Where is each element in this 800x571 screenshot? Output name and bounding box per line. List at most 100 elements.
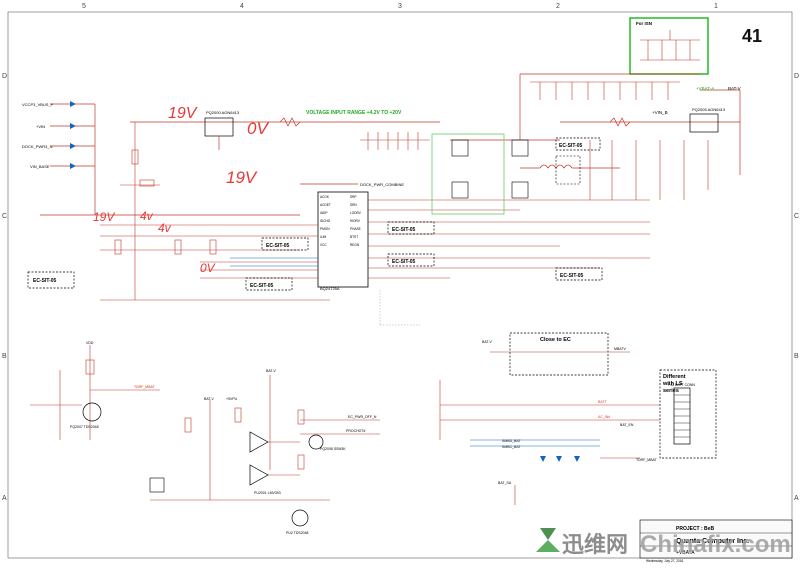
handwritten-voltage: 4v (140, 209, 154, 223)
zone-row-label: A (2, 495, 7, 502)
rail-label: BAT_EN (620, 423, 634, 427)
sense-resistors (279, 117, 631, 127)
rail-label: BATT (598, 400, 608, 404)
ec-sit-label: EC-SIT-05 (33, 278, 57, 284)
inductor (520, 164, 620, 169)
input-net-label: VIN_BASE (30, 164, 50, 169)
zone-col-label: 2 (556, 3, 560, 10)
ec-green-box (431, 133, 529, 215)
zone-row-label: C (2, 213, 7, 220)
handwritten-voltage: 19V (168, 105, 198, 122)
rail-label: TDRF_MBAT (636, 458, 658, 462)
lower-left-circuit: VDD TDRF_MBAT PQ2007 TDS2048 (30, 341, 160, 440)
page-number: 41 (742, 26, 762, 46)
part-label: PQ2005 AON6413 (692, 107, 726, 112)
part-label: PU2001 LMV393 (254, 491, 281, 495)
watermark: 迅维网 Chinafix.com (536, 528, 791, 558)
handwritten-voltage: 0V (247, 119, 269, 138)
sheet-date: Wednesday, July 27, 2016 (646, 559, 683, 563)
cap-array-top-mid (360, 132, 430, 150)
net-label: SMBC_BAT (502, 445, 521, 449)
rail-label: VDD (86, 341, 94, 345)
input-net-label: DOCK_PWR3_N (22, 144, 53, 149)
watermark-cn: 迅维网 (562, 532, 628, 557)
left-resistor-stack (100, 122, 330, 301)
mosfet-pq2000: PQ2000 AON6413 (204, 110, 240, 150)
ec-pin-label: EC_PWR_OFF_N (348, 415, 377, 419)
input-net-label: +VIN (36, 124, 45, 129)
diode-icon (574, 456, 580, 462)
right-cap-array (589, 140, 709, 200)
watermark-logo-icon (536, 540, 560, 552)
zone-row-label: C (794, 213, 799, 220)
dock-pwr-label: DOCK_PWR_COMBINE (360, 182, 404, 187)
watermark-en: Chinafix.com (640, 531, 791, 558)
title-block: PROJECT : BeB Quanta Computer Inc. +VBAT… (639, 519, 793, 563)
opamp-icon (249, 464, 269, 486)
rail-label: BAT-V (266, 369, 277, 373)
ec-sit-label: EC-SIT-05 (559, 143, 583, 149)
pin-label: SRP (350, 195, 357, 199)
handwritten-annotations: 19V 0V 19V 19V 4v 4v 0V (93, 105, 269, 275)
part-label: PQ2008 SSM3K (320, 447, 346, 451)
rail-label: +VIN_B (652, 110, 668, 115)
pin-label: ACOK (320, 195, 330, 199)
input-net-label: VCCP3_VBUS_P (22, 102, 54, 107)
zone-col-label: 3 (398, 3, 402, 10)
part-label: PJ2 BATT CONN (668, 383, 695, 387)
zone-row-labels: D C B A D C B A (2, 73, 799, 502)
charger-part-label: BQ24725A (320, 286, 340, 291)
company-name: Quanta Computer Inc. (676, 538, 749, 545)
diode-icon (540, 456, 546, 462)
part-label: PU2 TDS2048 (286, 531, 309, 535)
opamp-icon (249, 431, 269, 453)
pin-label: ILIM (320, 235, 327, 239)
charger-ic: BQ24725A ACOK ACDET IADP IDCHG PMON ILIM… (317, 191, 369, 291)
transistor-icon (308, 434, 324, 450)
ec-sit-label: EC-SIT-05 (560, 273, 584, 279)
for-isn-label: For ISN (636, 21, 652, 26)
zone-row-label: D (794, 73, 799, 80)
transistor-icon (82, 402, 102, 422)
ec-pin-label: PROCHOT# (346, 429, 366, 433)
transistor-icon (291, 509, 309, 527)
part-label: PQ2000 AON6413 (206, 110, 240, 115)
different-ls-box: Different with LS series (659, 369, 717, 459)
zone-row-label: A (794, 495, 799, 502)
rail-label: TDRF_MBAT (134, 385, 156, 389)
rail-label: AC_IN# (598, 415, 610, 419)
comparator-section: BAT-V BAT-V +5VPU PU2001 LMV393 (150, 369, 330, 501)
pin-label: BTST (350, 235, 358, 239)
rail-label: BAT-V (728, 86, 741, 91)
zone-column-labels: 5 4 3 2 1 (82, 3, 718, 10)
mosfet-pq2005: PQ2005 AON6413 (689, 107, 726, 133)
different-label: Different (663, 374, 686, 380)
handwritten-voltage: 0V (200, 261, 216, 275)
sheet-frame (7, 11, 793, 559)
sheet-name: +VBATA (676, 550, 695, 556)
zone-col-label: 4 (240, 3, 244, 10)
ec-sit-tags: EC-SIT-05 EC-SIT-05 EC-SIT-05 EC-SIT-05 … (27, 137, 603, 291)
pin-label: HIDRV (350, 219, 361, 223)
rail-label: +VBAT-A (696, 86, 714, 91)
zone-row-label: B (794, 353, 799, 360)
battery-connector: PJ2 BATT CONN (668, 383, 695, 445)
pin-label: PHASE (350, 227, 361, 231)
ec-sit-label: EC-SIT-05 (266, 243, 290, 249)
ec-sit-label: EC-SIT-05 (392, 227, 416, 233)
diode-icon (70, 101, 76, 169)
ec-sit-label: EC-SIT-05 (250, 283, 274, 289)
different-label: series (663, 388, 679, 394)
different-label: with LS (662, 381, 683, 387)
close-to-ec-label: Close to EC (540, 337, 571, 343)
ic-signal-bus (100, 199, 650, 279)
pin-label: LODRV (350, 211, 362, 215)
smb-lines (230, 257, 318, 267)
pin-label: VCC (320, 243, 327, 247)
cap-array-top-right (530, 81, 680, 100)
pin-label: REGN (350, 243, 360, 247)
handwritten-voltage: 4v (158, 221, 172, 235)
pin-label: PMON (320, 227, 330, 231)
for-isn-box: For ISN (629, 17, 709, 75)
